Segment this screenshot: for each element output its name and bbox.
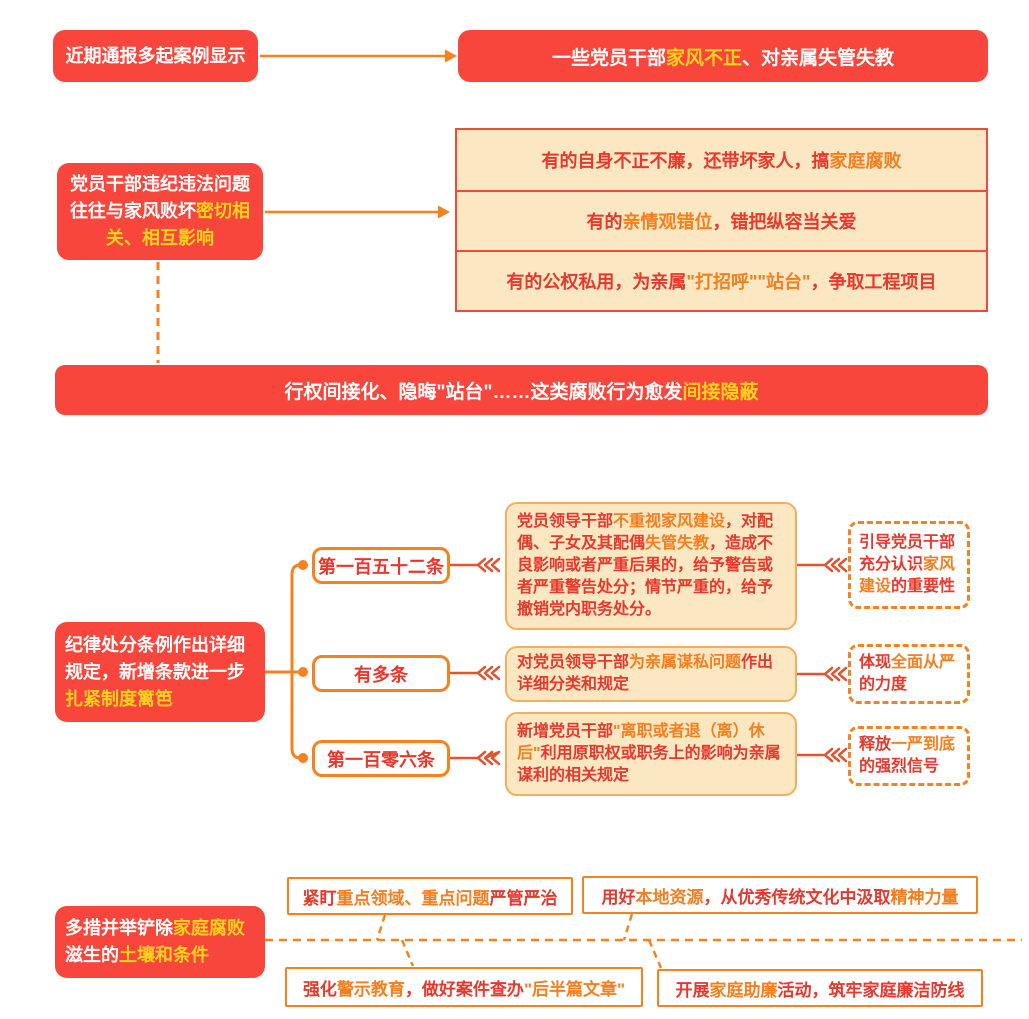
fishbone-arrow-6 xyxy=(795,747,848,763)
measures-source-text: 多措并举铲除家庭腐败滋生的土壤和条件 xyxy=(65,918,245,965)
measure-box-3-text: 强化警示教育，做好案件查办"后半篇文章" xyxy=(302,979,626,999)
clause-bracket xyxy=(265,560,308,763)
fishbone-arrow-1 xyxy=(448,557,501,573)
regulation-source-box: 纪律处分条例作出详细规定，新增条款进一步扎紧制度篱笆 xyxy=(55,622,265,722)
arrow-problem-to-examples xyxy=(265,205,450,219)
measures-source-box: 多措并举铲除家庭腐败滋生的土壤和条件 xyxy=(55,906,265,978)
effect-box-3-text: 释放一严到底的强烈信号 xyxy=(859,736,956,775)
measures-dashed-connectors xyxy=(265,913,1022,969)
regulation-source-text: 纪律处分条例作出详细规定，新增条款进一步扎紧制度篱笆 xyxy=(65,634,245,709)
problem-source-box: 党员干部违纪违法问题往往与家风败坏密切相关、相互影响 xyxy=(57,163,263,260)
measure-box-3: 强化警示教育，做好案件查办"后半篇文章" xyxy=(285,967,643,1007)
clause-pill-152: 第一百五十二条 xyxy=(312,547,450,584)
measure-box-4-text: 开展家庭助廉活动，筑牢家庭廉洁防线 xyxy=(675,980,965,1000)
example-row-1-text: 有的自身不正不廉，还带坏家人，搞家庭腐败 xyxy=(541,151,902,171)
clause-detail-106: 新增党员干部"离职或者退（离）休后"利用原职权或职务上的影响为亲属谋利的相关规定 xyxy=(505,712,797,796)
clause-pill-152-text: 第一百五十二条 xyxy=(318,556,444,577)
measure-box-4: 开展家庭助廉活动，筑牢家庭廉洁防线 xyxy=(657,969,983,1007)
fishbone-arrow-5 xyxy=(795,666,848,682)
effect-box-1: 引导党员干部充分认识家风建设的重要性 xyxy=(848,521,970,609)
effect-box-2: 体现全面从严的力度 xyxy=(848,644,970,704)
case-result-text: 一些党员干部家风不正、对亲属失管失教 xyxy=(551,47,895,69)
clause-detail-152: 党员领导干部不重视家风建设，对配偶、子女及其配偶失管失教，造成不良影响或者严重后… xyxy=(505,502,797,630)
example-row-3: 有的公权私用，为亲属"打招呼""站台"，争取工程项目 xyxy=(457,250,986,310)
example-row-2-text: 有的亲情观错位，错把纵容当关爱 xyxy=(586,212,857,232)
effect-box-2-text: 体现全面从严的力度 xyxy=(859,654,956,693)
clause-detail-152-text: 党员领导干部不重视家风建设，对配偶、子女及其配偶失管失教，造成不良影响或者严重后… xyxy=(517,513,774,618)
example-row-2: 有的亲情观错位，错把纵容当关爱 xyxy=(457,190,986,250)
measure-box-2-text: 用好本地资源，从优秀传统文化中汲取精神力量 xyxy=(601,887,959,907)
case-result-box: 一些党员干部家风不正、对亲属失管失教 xyxy=(458,30,988,82)
measure-box-1: 紧盯重点领域、重点问题严管严治 xyxy=(287,877,573,915)
fishbone-arrow-2 xyxy=(448,665,501,681)
case-source-text: 近期通报多起案例显示 xyxy=(65,45,246,66)
conclusion-bar: 行权间接化、隐晦"站台"……这类腐败行为愈发间接隐蔽 xyxy=(55,365,988,415)
clause-pill-multiple-text: 有多条 xyxy=(354,664,408,685)
case-source-box: 近期通报多起案例显示 xyxy=(53,30,258,82)
problem-source-text: 党员干部违纪违法问题往往与家风败坏密切相关、相互影响 xyxy=(70,174,250,248)
clause-pill-106-text: 第一百零六条 xyxy=(327,749,435,770)
clause-detail-106-text: 新增党员干部"离职或者退（离）休后"利用原职权或职务上的影响为亲属谋利的相关规定 xyxy=(517,723,781,784)
effect-box-3: 释放一严到底的强烈信号 xyxy=(848,726,970,786)
examples-panel: 有的自身不正不廉，还带坏家人，搞家庭腐败 有的亲情观错位，错把纵容当关爱 有的公… xyxy=(455,128,988,312)
example-row-1: 有的自身不正不廉，还带坏家人，搞家庭腐败 xyxy=(457,130,986,190)
fishbone-arrow-3 xyxy=(448,750,501,766)
clause-pill-multiple: 有多条 xyxy=(312,655,450,692)
clause-pill-106: 第一百零六条 xyxy=(312,740,450,777)
measure-box-2: 用好本地资源，从优秀传统文化中汲取精神力量 xyxy=(582,876,978,914)
conclusion-text: 行权间接化、隐晦"站台"……这类腐败行为愈发间接隐蔽 xyxy=(284,381,759,403)
fishbone-arrow-4 xyxy=(795,557,848,573)
clause-detail-multiple-text: 对党员领导干部为亲属谋私问题作出详细分类和规定 xyxy=(517,654,774,693)
arrow-case-to-result xyxy=(260,49,457,63)
example-row-3-text: 有的公权私用，为亲属"打招呼""站台"，争取工程项目 xyxy=(506,272,937,292)
effect-box-1-text: 引导党员干部充分认识家风建设的重要性 xyxy=(859,534,956,595)
measure-box-1-text: 紧盯重点领域、重点问题严管严治 xyxy=(302,888,558,908)
clause-detail-multiple: 对党员领导干部为亲属谋私问题作出详细分类和规定 xyxy=(505,646,797,702)
